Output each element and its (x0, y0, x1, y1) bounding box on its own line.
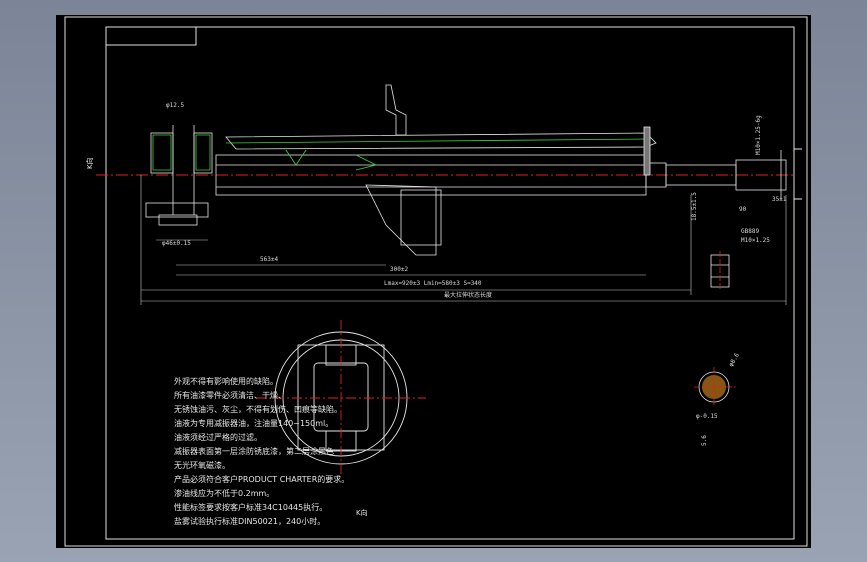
dim-length-1: 563±4 (260, 256, 278, 263)
nut-spec: M10×1.25 (741, 237, 770, 244)
hex-nut (710, 251, 730, 291)
section-diameter: φ8.6 (728, 352, 741, 368)
inner-frame (105, 26, 795, 540)
note-line: 盐雾试验执行标准DIN50021，240小时。 (174, 517, 326, 526)
drawing-sheet: φ12.5 563±4 300±2 Lmax=920±3 Lmin=580±3 … (56, 15, 811, 548)
note-line: 油液为专用减振器油，注油量140~150ml。 (174, 419, 334, 428)
dim-total: 最大拉伸状态长度 (444, 291, 492, 299)
view-label-left: K向 (85, 157, 94, 169)
title-block-corner (105, 26, 197, 46)
dim-length-2: 300±2 (390, 266, 408, 273)
note-line: 性能标签要求按客户标准34C10445执行。 (174, 503, 328, 512)
k-view: K向 (256, 320, 426, 517)
dimension-lines (140, 175, 787, 305)
view-label-bottom: K向 (356, 508, 368, 517)
note-line: 所有油漆零件必须清洁、干燥、 (174, 391, 286, 400)
dim-left: φ46±0.15 (162, 240, 191, 247)
dim-end: 35±1 (772, 196, 787, 203)
dim-right-2: 18.5±1.5 (691, 192, 698, 221)
right-arrows (794, 148, 802, 200)
drawing-canvas: φ12.5 563±4 300±2 Lmax=920±3 Lmin=580±3 … (64, 16, 808, 547)
note-line: 油液须经过严格的过滤。 (174, 433, 262, 442)
note-line: 产品必须符合客户PRODUCT CHARTER的要求。 (174, 475, 350, 484)
dimension-texts: φ12.5 563±4 300±2 Lmax=920±3 Lmin=580±3 … (85, 102, 787, 299)
section-flat: φ-0.15 (696, 413, 718, 420)
nut-standard: GB889 (741, 228, 759, 235)
dim-top-diameter: φ12.5 (166, 102, 184, 109)
section-view: φ8.6 φ-0.15 5.6 (694, 352, 741, 446)
note-line: 无光环氧磁漆。 (174, 461, 230, 470)
note-line: 减振器表面第一层涂防锈底漆，第二层涂黑色 (174, 447, 334, 456)
section-dim: 5.6 (701, 435, 708, 446)
dim-stroke: Lmax=920±3 Lmin=580±3 S=340 (384, 280, 482, 287)
note-line: 外观不得有影响使用的缺陷。 (174, 377, 278, 386)
note-line: 渗油线应为不低于0.2mm。 (174, 489, 275, 498)
outer-frame (64, 16, 808, 547)
dim-right-1: 90 (739, 206, 747, 213)
dim-right-thread: M10×1.25-6g (755, 115, 762, 155)
strut-assembly (145, 84, 787, 256)
note-line: 无锈蚀油污、灰尘，不得有划伤、凹痕等缺陷。 (174, 405, 342, 414)
